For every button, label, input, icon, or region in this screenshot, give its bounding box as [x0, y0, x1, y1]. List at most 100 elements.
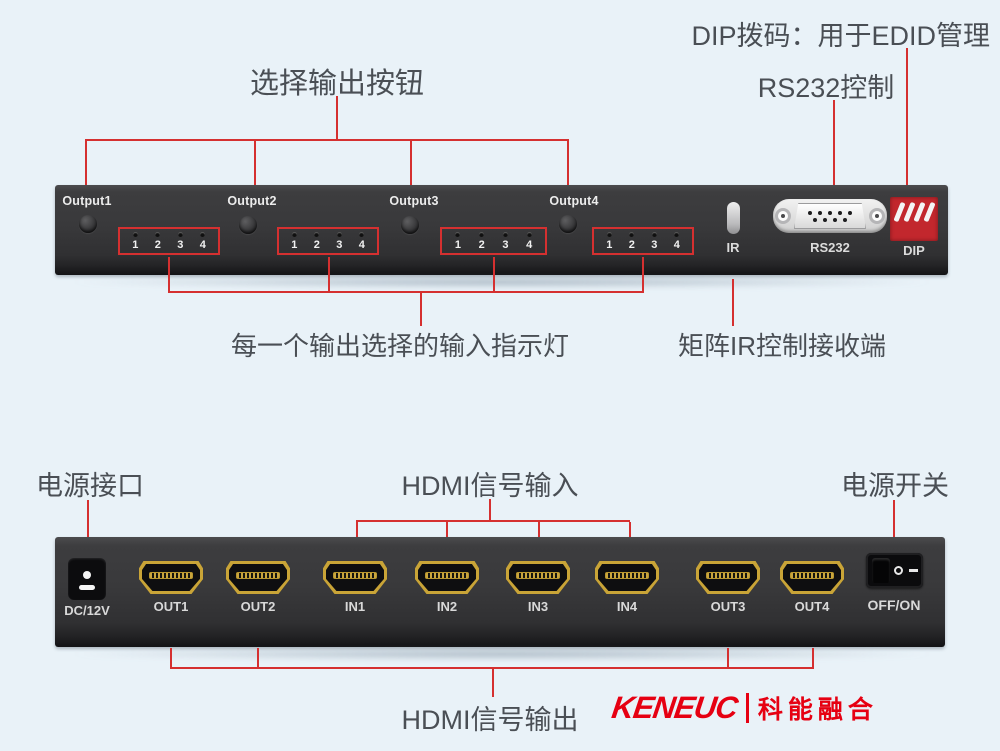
hdmi-port-in4 [595, 561, 659, 594]
led-dot [177, 231, 183, 237]
hdmi-port-out4 [780, 561, 844, 594]
leader-line [642, 257, 644, 292]
front-panel: Output1 1 2 3 4 Output2 1 2 3 4 Output3 … [55, 185, 948, 275]
leader-line [410, 141, 412, 195]
rs232-label: RS232 [810, 240, 850, 255]
port-label: OUT3 [710, 599, 746, 614]
led-indicator: 1 [455, 231, 461, 251]
power-jack-annotation: 电源接口 [36, 471, 144, 501]
output2-button [239, 216, 257, 234]
power-switch-label: OFF/ON [867, 597, 921, 613]
screw-icon [775, 208, 791, 224]
output1-led-group: 1 2 3 4 [118, 227, 220, 255]
ir-receiver-annotation: 矩阵IR控制接收端 [677, 331, 886, 361]
hdmi-port-out3 [696, 561, 760, 594]
logo-divider [745, 693, 749, 723]
leader-line [489, 499, 491, 521]
hdmi-port-in2 [415, 561, 479, 594]
panel-shadow [62, 648, 942, 660]
led-indicator: 4 [359, 231, 365, 251]
leader-line [328, 257, 330, 292]
output2-label: Output2 [227, 194, 277, 208]
dip-switch [890, 197, 938, 241]
output3-led-group: 1 2 3 4 [440, 227, 547, 255]
led-dot [674, 231, 680, 237]
output1-label: Output1 [62, 194, 112, 208]
hdmi-output-annotation: HDMI信号输出 [401, 705, 579, 735]
brand-logo: KENEUC 科能融合 [609, 690, 878, 726]
brand-name-cn: 科能融合 [757, 696, 878, 724]
port-label: OUT4 [794, 599, 830, 614]
led-dot [606, 231, 612, 237]
led-indicator: 3 [177, 231, 183, 251]
led-indicator: 1 [132, 231, 138, 251]
output4-button [559, 215, 577, 233]
led-dot [479, 231, 485, 237]
led-indicator: 3 [502, 231, 508, 251]
output2-led-group: 1 2 3 4 [277, 227, 379, 255]
pin-row [795, 210, 865, 215]
led-indicator: 4 [526, 231, 532, 251]
leader-line [567, 141, 569, 195]
leader-line [356, 520, 630, 522]
led-dot [132, 231, 138, 237]
leader-line [812, 648, 814, 668]
led-indicator: 2 [479, 231, 485, 251]
led-dot [359, 231, 365, 237]
leader-line [170, 648, 172, 668]
leader-line [336, 96, 338, 139]
output1-button [79, 215, 97, 233]
led-dot [651, 231, 657, 237]
led-dot [336, 231, 342, 237]
leader-line [833, 100, 835, 197]
leader-line [492, 669, 494, 697]
leader-line [168, 291, 644, 293]
screw-icon [869, 208, 885, 224]
led-indicator: 2 [155, 231, 161, 251]
output3-button [401, 216, 419, 234]
hdmi-input-annotation: HDMI信号输入 [401, 471, 579, 501]
power-on-symbol [909, 569, 918, 572]
leader-line [85, 141, 87, 195]
rocker-power-switch [866, 553, 923, 588]
leader-line [85, 139, 569, 141]
led-dot [455, 231, 461, 237]
led-dot [155, 231, 161, 237]
port-label: IN3 [527, 599, 549, 614]
ir-label: IR [726, 240, 740, 255]
led-dot [502, 231, 508, 237]
led-indicator-annotation: 每一个输出选择的输入指示灯 [230, 331, 569, 361]
brand-name: KENEUC [609, 690, 740, 725]
led-indicator: 3 [336, 231, 342, 251]
hdmi-port-in1 [323, 561, 387, 594]
led-dot [629, 231, 635, 237]
port-label: IN2 [436, 599, 458, 614]
hdmi-port-out1 [139, 561, 203, 594]
led-indicator: 1 [606, 231, 612, 251]
hdmi-port-out2 [226, 561, 290, 594]
output3-label: Output3 [389, 194, 439, 208]
dc-jack-label: DC/12V [64, 603, 110, 618]
leader-line [493, 257, 495, 292]
pin-row [795, 217, 865, 222]
rocker [872, 558, 890, 583]
leader-line [254, 141, 256, 195]
dip-edid-annotation: DIP拨码：用于EDID管理 [691, 21, 990, 51]
led-indicator: 1 [291, 231, 297, 251]
power-switch-annotation: 电源开关 [841, 471, 949, 501]
back-panel: DC/12V OUT1 OUT2 IN1 IN2 IN3 IN4 OUT3 OU… [55, 537, 945, 647]
leader-line [732, 279, 734, 326]
led-dot [200, 231, 206, 237]
port-label: IN4 [616, 599, 638, 614]
leader-line [170, 667, 814, 669]
leader-line [906, 48, 908, 195]
led-indicator: 4 [200, 231, 206, 251]
jack-slot [79, 585, 95, 590]
led-dot [291, 231, 297, 237]
led-indicator: 3 [651, 231, 657, 251]
dip-label: DIP [903, 243, 925, 258]
leader-line [727, 648, 729, 668]
db9-pins [794, 203, 866, 229]
leader-line [420, 293, 422, 326]
